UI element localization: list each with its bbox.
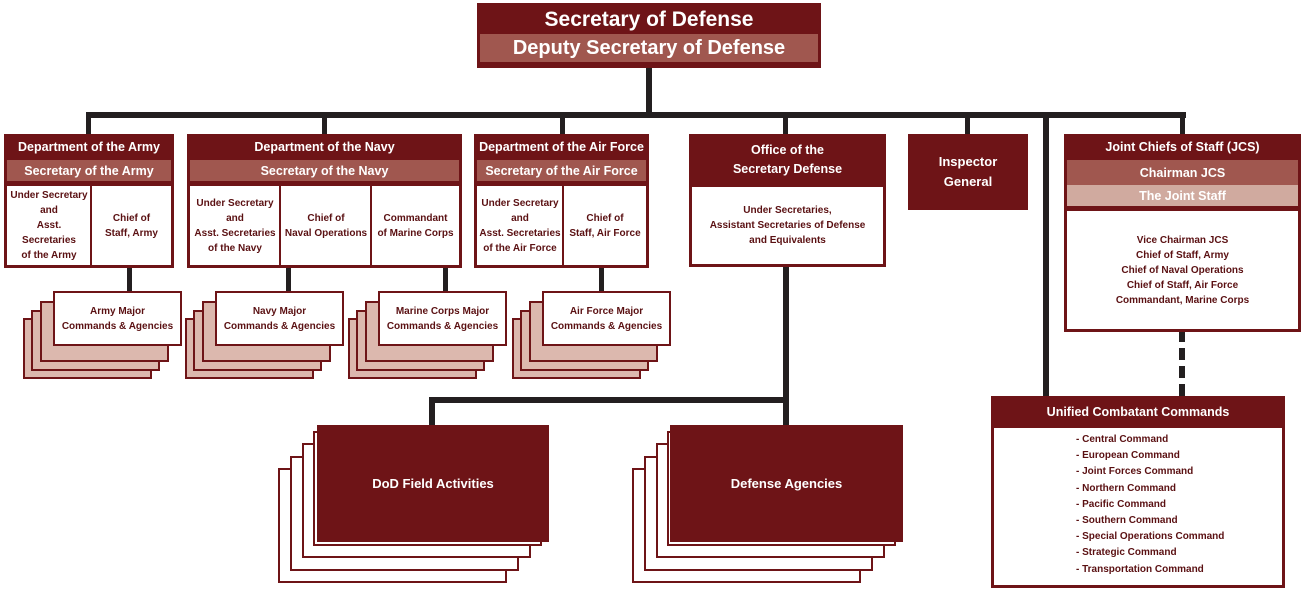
osd-under-secretaries: Under Secretaries, Assistant Secretaries… [689, 184, 886, 267]
army-offices: Under Secretary and Asst. Secretaries of… [4, 183, 174, 268]
airforce-chief-of-staff-cell: Chief of Staff, Air Force [569, 212, 641, 239]
army-major-commands: Army Major Commands & Agencies [53, 291, 182, 346]
osd-box: Office of the Secretary Defense Under Se… [689, 134, 886, 267]
ucc-item: - Strategic Command [1076, 547, 1177, 559]
connector-main-horizontal [86, 112, 1186, 118]
navy-major-commands: Navy Major Commands & Agencies [215, 291, 344, 346]
army-chief-of-staff-cell: Chief of Staff, Army [105, 212, 158, 239]
jcs-chairman: Chairman JCS [1064, 160, 1301, 185]
connector-osd-drop [783, 112, 788, 136]
navy-offices: Under Secretary and Asst. Secretaries of… [187, 183, 462, 268]
navy-under-secretary-cell: Under Secretary and Asst. Secretaries of… [194, 197, 276, 254]
airforce-title: Department of the Air Force [474, 134, 649, 160]
connector-navy-commands [286, 266, 291, 293]
ucc-title: Unified Combatant Commands [991, 396, 1285, 427]
jcs-members: Vice Chairman JCS Chief of Staff, Army C… [1064, 208, 1301, 332]
connector-jcs-drop [1180, 112, 1185, 136]
connector-ucc-drop [1043, 112, 1049, 397]
navy-secretary: Secretary of the Navy [187, 160, 462, 184]
connector-marine-commands [443, 266, 448, 293]
osd-title: Office of the Secretary Defense [689, 134, 886, 186]
navy-cell-divider-1 [279, 186, 281, 265]
navy-title: Department of the Navy [187, 134, 462, 160]
navy-commandant-cell: Commandant of Marine Corps [377, 212, 454, 239]
airforce-secretary: Secretary of the Air Force [474, 160, 649, 184]
navy-department: Department of the Navy Secretary of the … [187, 134, 462, 268]
airforce-offices: Under Secretary and Asst. Secretaries of… [474, 183, 649, 268]
secretary-of-defense-title: Secretary of Defense [544, 8, 754, 31]
army-secretary: Secretary of the Army [4, 160, 174, 184]
connector-army-commands [127, 266, 132, 293]
ucc-item: - Northern Command [1076, 482, 1176, 494]
connector-top-vertical [646, 66, 652, 118]
army-title: Department of the Army [4, 134, 174, 160]
ucc-list: - Central Command - European Command - J… [991, 425, 1285, 588]
ucc-item: - Southern Command [1076, 515, 1178, 527]
army-cell-divider [90, 186, 92, 265]
ucc-item: - Joint Forces Command [1076, 466, 1194, 478]
jcs-joint-staff: The Joint Staff [1064, 185, 1301, 209]
connector-airforce-drop [560, 112, 565, 136]
secretary-of-defense-box: Secretary of Defense Deputy Secretary of… [477, 3, 821, 68]
ucc-item: - European Command [1076, 450, 1180, 462]
defense-agencies: Defense Agencies [670, 425, 903, 542]
connector-osd-down [783, 265, 789, 428]
dod-field-activities: DoD Field Activities [317, 425, 549, 542]
connector-field-horizontal [429, 397, 789, 403]
airforce-cell-divider [562, 186, 564, 265]
airforce-department: Department of the Air Force Secretary of… [474, 134, 649, 268]
airforce-major-commands: Air Force Major Commands & Agencies [542, 291, 671, 346]
jcs-title: Joint Chiefs of Staff (JCS) [1064, 134, 1301, 160]
navy-cell-divider-2 [370, 186, 372, 265]
army-department: Department of the Army Secretary of the … [4, 134, 174, 268]
connector-navy-drop [322, 112, 327, 136]
ucc-item: - Transportation Command [1076, 563, 1204, 575]
ucc-box: Unified Combatant Commands - Central Com… [991, 396, 1285, 588]
army-under-secretary-cell: Under Secretary and Asst. Secretaries of… [10, 190, 88, 261]
ucc-item: - Special Operations Command [1076, 531, 1225, 543]
deputy-secretary-title: Deputy Secretary of Defense [480, 34, 818, 62]
jcs-box: Joint Chiefs of Staff (JCS) Chairman JCS… [1064, 134, 1301, 332]
connector-ig-drop [965, 112, 970, 136]
connector-army-drop [86, 112, 91, 136]
airforce-under-secretary-cell: Under Secretary and Asst. Secretaries of… [479, 197, 561, 254]
navy-cno-cell: Chief of Naval Operations [284, 212, 368, 239]
inspector-general-box: Inspector General [908, 134, 1028, 210]
connector-airforce-commands [599, 266, 604, 293]
connector-field-drop [429, 397, 435, 427]
marine-corps-major-commands: Marine Corps Major Commands & Agencies [378, 291, 507, 346]
ucc-item: - Pacific Command [1076, 498, 1167, 510]
connector-jcs-ucc-dashed [1179, 330, 1185, 396]
ucc-item: - Central Command [1076, 434, 1169, 445]
